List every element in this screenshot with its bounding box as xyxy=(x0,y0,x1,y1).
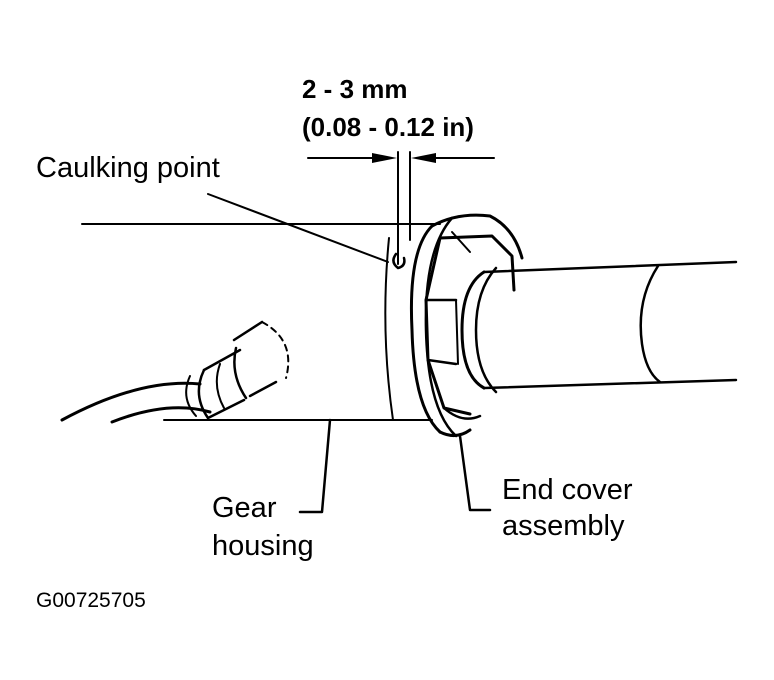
caulking-point-label: Caulking point xyxy=(36,152,220,184)
end-cover-label-line2: assembly xyxy=(502,510,625,542)
caulking-point-leader xyxy=(207,193,406,270)
shaft xyxy=(460,260,738,394)
end-cover-hex-nut xyxy=(424,231,516,420)
figure-id-label: G00725705 xyxy=(36,589,146,612)
dimension-lines xyxy=(307,151,495,265)
gear-housing-label-line2: housing xyxy=(212,530,314,562)
gear-housing-label-line1: Gear xyxy=(212,492,277,524)
end-cover-label-line1: End cover xyxy=(502,474,633,506)
dimension-mm-label: 2 - 3 mm xyxy=(302,74,408,104)
dimension-in-label: (0.08 - 0.12 in) xyxy=(302,112,474,142)
hose-fitting xyxy=(60,320,290,424)
gear-housing xyxy=(81,223,441,421)
end-cover-leader xyxy=(458,434,492,512)
gear-housing-leader xyxy=(298,418,332,514)
